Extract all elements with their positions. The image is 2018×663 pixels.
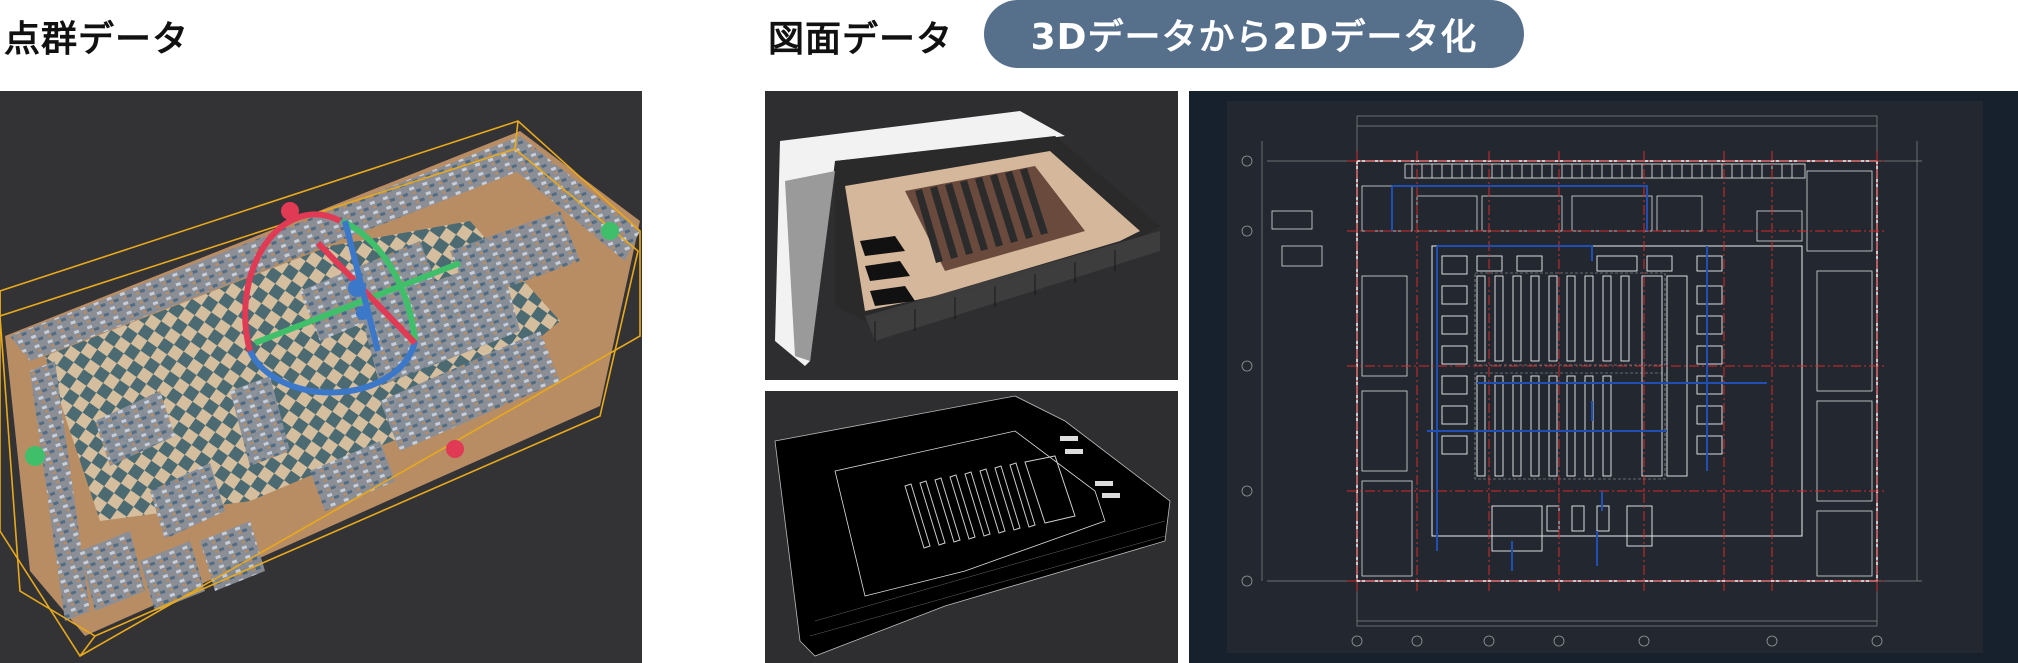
3d-colored-model-view[interactable] bbox=[765, 91, 1178, 380]
drawing-data-title: 図面データ bbox=[768, 19, 954, 60]
point-cloud-view[interactable] bbox=[0, 91, 642, 663]
2d-cad-floor-plan-view[interactable] bbox=[1189, 91, 2018, 663]
point-cloud-title: 点群データ bbox=[4, 19, 190, 60]
conversion-badge: 3Dデータから2Dデータ化 bbox=[984, 0, 1524, 68]
cad-sheet bbox=[1227, 101, 1983, 653]
conversion-badge-label: 3Dデータから2Dデータ化 bbox=[1030, 17, 1478, 58]
3d-wireframe-model-view[interactable] bbox=[765, 391, 1178, 663]
